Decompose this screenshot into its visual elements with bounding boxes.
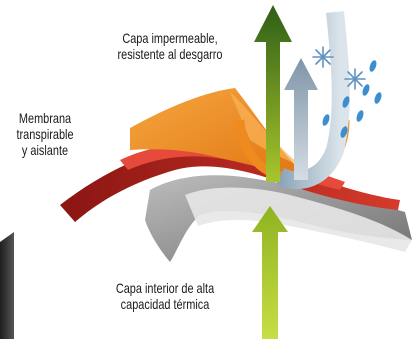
label-middle-line-1: Membrana	[18, 110, 72, 126]
middle-layer	[60, 146, 400, 222]
snowflake-icon	[344, 68, 366, 90]
vapor-arrow-green	[254, 5, 292, 182]
label-bottom-layer: Capa interior de alta capacidad térmica	[87, 280, 243, 312]
raindrop-icon	[322, 60, 382, 138]
top-layer-highlight	[230, 92, 300, 165]
bottom-layer-fold	[185, 187, 412, 252]
label-middle-line-3: y aislante	[21, 142, 69, 158]
snowflake-icon	[312, 46, 334, 68]
label-middle-line-2: transpirable	[16, 126, 74, 142]
middle-layer-top	[120, 142, 345, 190]
label-bottom-line-2: capacidad térmica	[120, 296, 210, 312]
fabric-edge	[0, 232, 14, 339]
vapor-arrow-steel	[284, 58, 318, 180]
heat-arrow-bottom	[252, 206, 288, 339]
label-top-layer: Capa impermeable, resistente al desgarro	[92, 30, 248, 62]
top-layer	[130, 88, 310, 178]
label-bottom-line-1: Capa interior de alta	[115, 280, 215, 296]
label-middle-layer: Membrana transpirable y aislante	[0, 110, 96, 158]
label-top-line-1: Capa impermeable,	[122, 30, 218, 46]
label-top-line-2: resistente al desgarro	[117, 46, 223, 62]
